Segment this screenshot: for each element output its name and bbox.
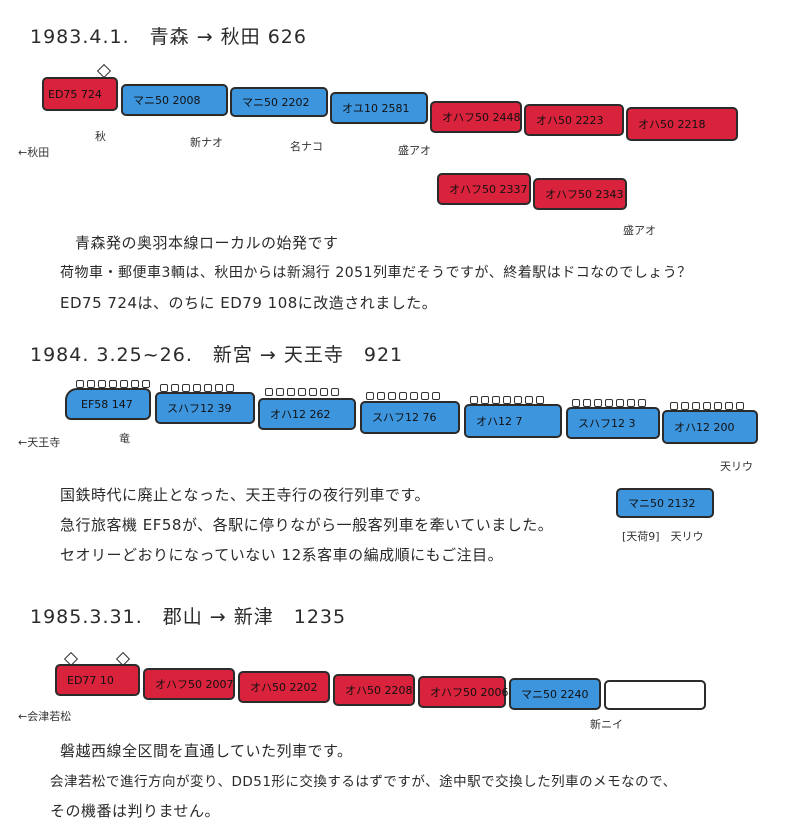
note-line: 磐越西線全区間を直通していた列車です。 xyxy=(60,742,353,760)
train-car: オハ50 2223 xyxy=(524,104,624,136)
station-label: 新ナオ xyxy=(190,136,223,149)
car-label: オハ12 7 xyxy=(476,414,523,428)
train-car: マニ50 2008 xyxy=(121,84,228,116)
car-label: オハ50 2208 xyxy=(345,683,413,697)
train-car: スハフ12 76 xyxy=(360,401,460,434)
car-label: オハフ50 2343 xyxy=(545,187,624,201)
station-label: 盛アオ xyxy=(623,224,656,237)
car-label: ED77 10 xyxy=(67,673,114,687)
train-car: オハフ50 2448 xyxy=(430,101,522,133)
station-label: 盛アオ xyxy=(398,144,431,157)
car-label: オハフ50 2337 xyxy=(449,182,528,196)
train-car: オハ50 2218 xyxy=(626,107,738,141)
section-1-header: 1983.4.1. 青森 → 秋田 626 xyxy=(30,26,307,48)
train-car: オハ12 200 xyxy=(662,410,758,444)
note-line: 国鉄時代に廃止となった、天王寺行の夜行列車です。 xyxy=(60,486,431,504)
station-label: 名ナコ xyxy=(290,140,323,153)
roof-vents xyxy=(265,388,339,396)
train-car-extra: オハフ50 2337 xyxy=(437,173,531,205)
note-line: その機番は判りません。 xyxy=(50,802,221,820)
station-label: 竜 xyxy=(119,432,130,445)
section-2-header: 1984. 3.25~26. 新宮 → 天王寺 921 xyxy=(30,344,404,366)
car-label: オハフ50 2006 xyxy=(430,685,509,699)
train-car: オハフ50 2007 xyxy=(143,668,235,700)
car-label: オハ50 2202 xyxy=(250,680,318,694)
car-label: EF58 147 xyxy=(81,397,133,411)
car-label: オハ50 2218 xyxy=(638,117,706,131)
pantograph-icon xyxy=(96,63,112,79)
train-car: オハ12 262 xyxy=(258,398,356,430)
station-label: 天リウ xyxy=(720,460,753,473)
note-line: 急行旅客機 EF58が、各駅に停りながら一般客列車を牽いていました。 xyxy=(60,516,554,534)
note-line: セオリーどおりになっていない 12系客車の編成順にもご注目。 xyxy=(60,546,504,564)
roof-vents xyxy=(670,402,744,410)
roof-vents xyxy=(366,392,440,400)
station-label: 秋 xyxy=(95,130,106,143)
locomotive-ed77: ED77 10 xyxy=(55,664,140,696)
car-label: オユ10 2581 xyxy=(342,101,410,115)
car-label: オハ12 262 xyxy=(270,407,331,421)
train-car: オハ50 2202 xyxy=(238,671,330,703)
locomotive-ef58: EF58 147 xyxy=(65,388,151,420)
roof-vents xyxy=(160,384,234,392)
note-line: 青森発の奥羽本線ローカルの始発です xyxy=(75,234,339,252)
station-label: 新ニイ xyxy=(590,718,623,731)
car-label: オハ12 200 xyxy=(674,420,735,434)
car-label: スハフ12 39 xyxy=(167,401,232,415)
train-car: オハ50 2208 xyxy=(333,674,415,706)
train-car: オユ10 2581 xyxy=(330,92,428,124)
train-car: スハフ12 39 xyxy=(155,392,255,424)
train-car-extra: オハフ50 2343 xyxy=(533,178,627,210)
car-label: スハフ12 3 xyxy=(578,416,636,430)
note-line: 荷物車・郵便車3輌は、秋田からは新潟行 2051列車だそうですが、終着駅はドコな… xyxy=(60,265,692,281)
car-label: マニ50 2202 xyxy=(242,95,310,109)
direction-label: ←天王寺 xyxy=(18,436,61,449)
note-line: 会津若松で進行方向が変り、DD51形に交換するはずですが、途中駅で交換した列車の… xyxy=(50,774,677,790)
car-label: オハ50 2223 xyxy=(536,113,604,127)
note-line: ED75 724は、のちに ED79 108に改造されました。 xyxy=(60,294,438,312)
direction-label: ←秋田 xyxy=(18,146,50,159)
roof-vents xyxy=(572,399,646,407)
train-car-unknown xyxy=(604,680,706,710)
section-3-header: 1985.3.31. 郡山 → 新津 1235 xyxy=(30,606,347,628)
direction-label: ←会津若松 xyxy=(18,710,72,723)
train-car: オハ12 7 xyxy=(464,404,562,438)
car-label: マニ50 2008 xyxy=(133,93,201,107)
locomotive-ed75: ED75 724 xyxy=(42,77,118,111)
train-car: マニ50 2240 xyxy=(509,678,601,710)
roof-vents xyxy=(76,380,150,388)
train-car: マニ50 2202 xyxy=(230,87,328,117)
roof-vents xyxy=(470,396,544,404)
car-label: ED75 724 xyxy=(48,87,102,101)
car-label: マニ50 2132 xyxy=(628,496,696,510)
car-label: オハフ50 2448 xyxy=(442,110,521,124)
car-label: オハフ50 2007 xyxy=(155,677,234,691)
car-label: マニ50 2240 xyxy=(521,687,589,701)
train-car-extra: マニ50 2132 xyxy=(616,488,714,518)
train-car: スハフ12 3 xyxy=(566,407,660,439)
car-label: スハフ12 76 xyxy=(372,411,437,424)
train-car: オハフ50 2006 xyxy=(418,676,509,708)
station-label: [天荷9] 天リウ xyxy=(622,530,704,543)
